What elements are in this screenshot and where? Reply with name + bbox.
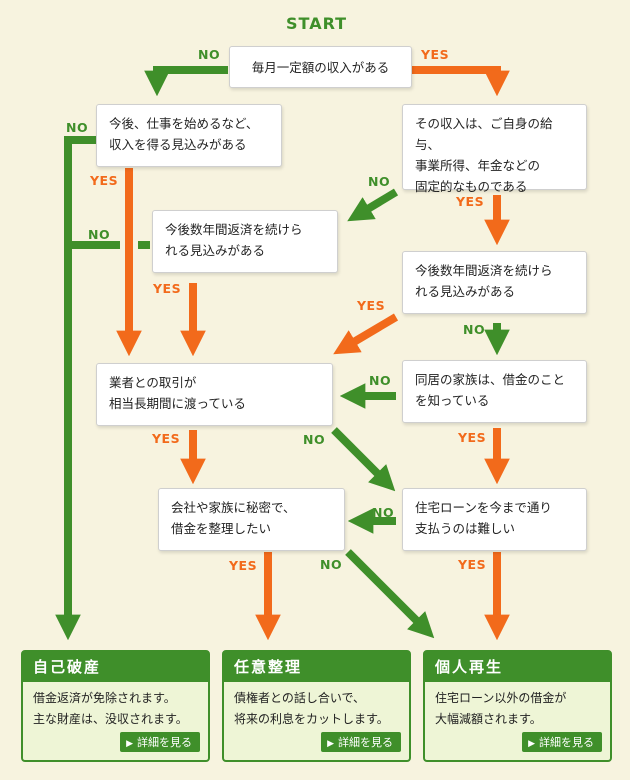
result-card-voluntary-arrangement: 任意整理 債権者との話し合いで、 将来の利息をカットします。 ▶ 詳細を見る — [222, 650, 411, 762]
details-button-voluntary-arrangement[interactable]: ▶ 詳細を見る — [321, 732, 401, 752]
label-q2-no: NO — [66, 120, 89, 135]
label-q9-yes: YES — [458, 557, 487, 572]
label-q6-yes: YES — [152, 431, 181, 446]
result-title-individual-rehabilitation: 個人再生 — [425, 652, 610, 682]
label-q5-no: NO — [463, 322, 486, 337]
question-family-knows: 同居の家族は、借金のこと を知っている — [402, 360, 587, 423]
play-icon: ▶ — [126, 739, 133, 749]
result-desc-voluntary-arrangement: 債権者との話し合いで、 将来の利息をカットします。 — [234, 691, 389, 726]
label-q4-yes: YES — [153, 281, 182, 296]
label-q4-no: NO — [88, 227, 111, 242]
question-income-type: その収入は、ご自身の給与、 事業所得、年金などの 固定的なものである — [402, 104, 587, 194]
arrow-q6-no — [331, 427, 396, 492]
arrow-q8-no — [345, 549, 435, 639]
label-q9-no: NO — [372, 505, 395, 520]
question-keep-secret: 会社や家族に秘密で、 借金を整理したい — [158, 488, 345, 551]
start-label: START — [286, 14, 348, 33]
question-repay-outlook-right: 今後数年間返済を続けら れる見込みがある — [402, 251, 587, 314]
question-repay-outlook-left: 今後数年間返済を続けら れる見込みがある — [152, 210, 338, 273]
details-button-label: 詳細を見る — [539, 736, 594, 749]
arrow-q3-no — [347, 188, 399, 222]
result-card-bankruptcy: 自己破産 借金返済が免除されます。 主な財産は、没収されます。 ▶ 詳細を見る — [21, 650, 210, 762]
label-q3-no: NO — [368, 174, 391, 189]
label-q6-no: NO — [303, 432, 326, 447]
label-q1-yes: YES — [421, 47, 450, 62]
label-q3-yes: YES — [456, 194, 485, 209]
result-title-bankruptcy: 自己破産 — [23, 652, 208, 682]
result-title-voluntary-arrangement: 任意整理 — [224, 652, 409, 682]
play-icon: ▶ — [327, 739, 334, 749]
play-icon: ▶ — [528, 739, 535, 749]
details-button-label: 詳細を見る — [137, 736, 192, 749]
question-long-term-dealings: 業者との取引が 相当長期間に渡っている — [96, 363, 333, 426]
label-q2-yes: YES — [90, 173, 119, 188]
arrow-q2-no — [55, 136, 96, 641]
details-button-label: 詳細を見る — [338, 736, 393, 749]
label-q8-no: NO — [320, 557, 343, 572]
label-q8-yes: YES — [229, 558, 258, 573]
question-future-income: 今後、仕事を始めるなど、 収入を得る見込みがある — [96, 104, 282, 167]
arrow-q1-yes — [412, 66, 510, 97]
label-q5-yes: YES — [357, 298, 386, 313]
arrow-q5-yes — [333, 313, 399, 355]
details-button-individual-rehabilitation[interactable]: ▶ 詳細を見る — [522, 732, 602, 752]
arrow-q1-no — [144, 66, 228, 97]
question-fixed-income: 毎月一定額の収入がある — [229, 46, 412, 88]
label-q7-no: NO — [369, 373, 392, 388]
result-card-individual-rehabilitation: 個人再生 住宅ローン以外の借金が 大幅減額されます。 ▶ 詳細を見る — [423, 650, 612, 762]
label-q1-no: NO — [198, 47, 221, 62]
result-desc-individual-rehabilitation: 住宅ローン以外の借金が 大幅減額されます。 — [435, 691, 567, 726]
question-mortgage-hard: 住宅ローンを今まで通り 支払うのは難しい — [402, 488, 587, 551]
result-desc-bankruptcy: 借金返済が免除されます。 主な財産は、没収されます。 — [33, 691, 188, 726]
details-button-bankruptcy[interactable]: ▶ 詳細を見る — [120, 732, 200, 752]
label-q7-yes: YES — [458, 430, 487, 445]
